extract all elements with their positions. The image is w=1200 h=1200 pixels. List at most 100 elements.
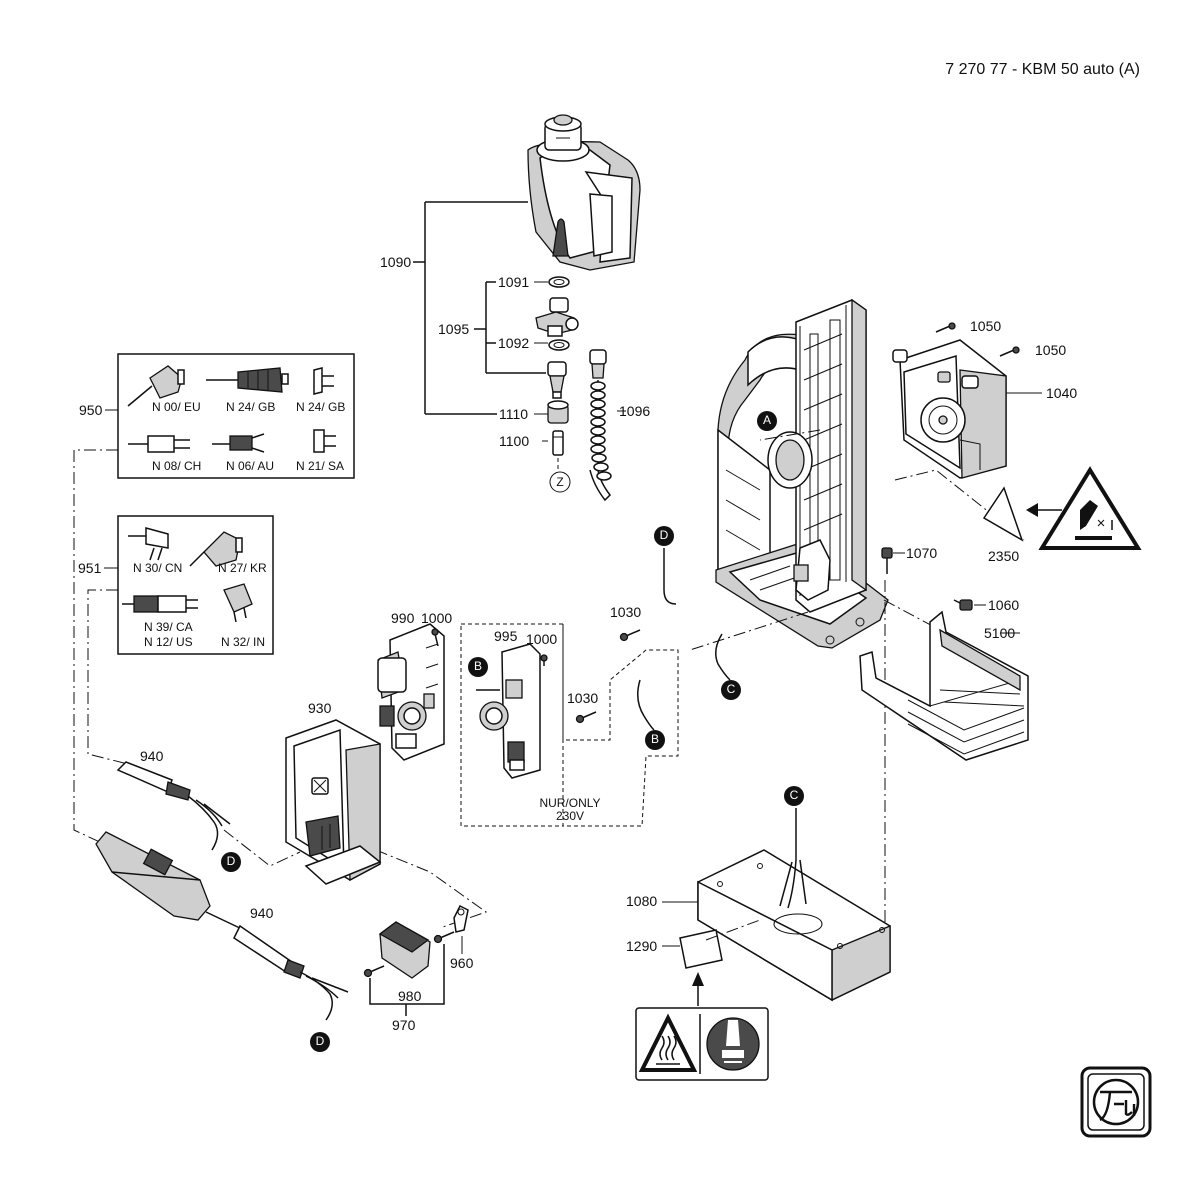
screw-1030-b[interactable]	[619, 629, 641, 642]
wire-d-upper	[663, 548, 677, 605]
part-label-990[interactable]: 990	[391, 610, 415, 626]
mains-cable-940-lower[interactable]	[95, 831, 349, 1021]
arrow-up-icon	[692, 972, 704, 1006]
marker-z: Z	[556, 475, 564, 489]
part-label-5100[interactable]: 5100	[984, 625, 1016, 641]
part-label-1290[interactable]: 1290	[626, 938, 658, 954]
plug-label-n39-ca: N 39/ CA	[144, 620, 193, 634]
part-label-1050-b[interactable]: 1050	[1035, 342, 1067, 358]
drill-stand-frame[interactable]	[715, 298, 889, 649]
part-label-1096[interactable]: 1096	[619, 403, 651, 419]
part-label-970[interactable]: 970	[392, 1017, 416, 1033]
marker-d-upper: D	[659, 528, 669, 542]
part-label-1070[interactable]: 1070	[906, 545, 938, 561]
page-title: 7 270 77 - KBM 50 auto (A)	[945, 61, 1140, 78]
switch-cover-980[interactable]	[378, 921, 431, 979]
marker-b-right: B	[650, 732, 659, 746]
control-board-995[interactable]	[476, 643, 541, 779]
marker-group	[221, 411, 804, 1052]
hand-pictogram-icon	[706, 1017, 760, 1071]
marker-d-left: D	[226, 854, 236, 868]
screw-1050-a[interactable]	[935, 322, 956, 333]
plug-label-n06-au: N 06/ AU	[226, 459, 275, 473]
part-label-1060[interactable]: 1060	[988, 597, 1020, 613]
part-label-930[interactable]: 930	[308, 700, 332, 716]
part-label-940-lower[interactable]: 940	[250, 905, 274, 921]
screw-1000-a[interactable]	[431, 628, 439, 647]
plug-label-n21-sa: N 21/ SA	[296, 459, 345, 473]
part-label-1091[interactable]: 1091	[498, 274, 530, 290]
fein-logo-icon	[1080, 1066, 1152, 1138]
plug-label-n08-ch: N 08/ CH	[152, 459, 202, 473]
part-label-1030-b[interactable]: 1030	[567, 690, 599, 706]
part-label-1000-a[interactable]: 1000	[421, 610, 453, 626]
plug-label-n00-eu: N 00/ EU	[152, 400, 201, 414]
cover-housing-1040[interactable]	[892, 339, 1007, 479]
coolant-tank-1090[interactable]	[527, 114, 641, 271]
control-board-990[interactable]	[377, 623, 445, 761]
oring-1091[interactable]	[548, 276, 570, 288]
screw-1050-b[interactable]	[999, 346, 1020, 357]
callout-tree-1090	[413, 201, 626, 442]
plug-label-n24-gb-cord: N 24/ GB	[226, 400, 276, 414]
base-box-1080[interactable]	[697, 849, 891, 1002]
marker-c-lower: C	[789, 788, 799, 802]
motor-cable-940-upper[interactable]	[116, 761, 231, 851]
plug-label-n27-kr: N 27/ KR	[218, 561, 267, 575]
marker-b-left: B	[473, 659, 482, 673]
oring-1092[interactable]	[548, 339, 570, 351]
part-label-2350[interactable]: 2350	[988, 548, 1020, 564]
part-label-1095[interactable]: 1095	[438, 321, 470, 337]
coupling-nozzle[interactable]	[547, 361, 567, 399]
part-label-940-upper[interactable]: 940	[140, 748, 164, 764]
wire-c-lower	[779, 808, 807, 909]
chip-guard-5100[interactable]	[859, 610, 1029, 761]
alignment-1290	[705, 919, 761, 941]
part-label-1092[interactable]: 1092	[498, 335, 530, 351]
bracket-970-980	[369, 944, 445, 1016]
screw-1070[interactable]	[881, 547, 905, 574]
plug-set-950[interactable]	[105, 353, 355, 479]
label-1290[interactable]	[679, 929, 723, 969]
marker-c-upper: C	[726, 682, 736, 696]
plug-label-n32-in: N 32/ IN	[221, 635, 266, 649]
part-label-1000-b[interactable]: 1000	[526, 631, 558, 647]
plug-label-n24-gb: N 24/ GB	[296, 400, 346, 414]
part-label-960[interactable]: 960	[450, 955, 474, 971]
screw-980[interactable]	[363, 965, 385, 978]
screw-1000-b[interactable]	[540, 654, 548, 666]
plug-label-n12-us: N 12/ US	[144, 635, 193, 649]
note-230v: 230V	[555, 809, 585, 823]
flex-hose-1096[interactable]	[589, 349, 612, 502]
part-label-1030-a[interactable]: 1030	[610, 604, 642, 620]
part-label-950[interactable]: 950	[79, 402, 103, 418]
marker-z-circle	[549, 471, 571, 493]
wire-b-right	[637, 679, 655, 731]
part-label-1050-a[interactable]: 1050	[970, 318, 1002, 334]
label-2350[interactable]	[982, 486, 1024, 542]
part-label-1040[interactable]: 1040	[1046, 385, 1078, 401]
part-label-1100[interactable]: 1100	[499, 433, 530, 449]
valve-fitting-1095[interactable]	[535, 297, 579, 337]
nut-1110[interactable]	[547, 400, 569, 424]
screw-970[interactable]	[433, 931, 455, 944]
tube-1100[interactable]	[552, 430, 564, 456]
plug-label-n30-cn: N 30/ CN	[133, 561, 183, 575]
part-label-980[interactable]: 980	[398, 988, 422, 1004]
alignment-lines-left	[73, 449, 488, 929]
part-label-951[interactable]: 951	[78, 560, 102, 576]
part-label-995[interactable]: 995	[494, 628, 518, 644]
screw-1030-a[interactable]	[575, 711, 597, 724]
plug-set-951[interactable]	[104, 515, 274, 655]
part-label-1080[interactable]: 1080	[626, 893, 658, 909]
note-nur-only: NUR/ONLY	[539, 796, 601, 810]
terminal-960[interactable]	[453, 904, 469, 954]
warning-hot-surface-icon	[638, 1013, 698, 1072]
motor-housing-930[interactable]	[285, 719, 382, 885]
part-label-1110[interactable]: 1110	[499, 406, 529, 422]
part-label-1090[interactable]: 1090	[380, 254, 412, 270]
screw-1060[interactable]	[953, 599, 986, 611]
marker-a: A	[762, 413, 771, 427]
